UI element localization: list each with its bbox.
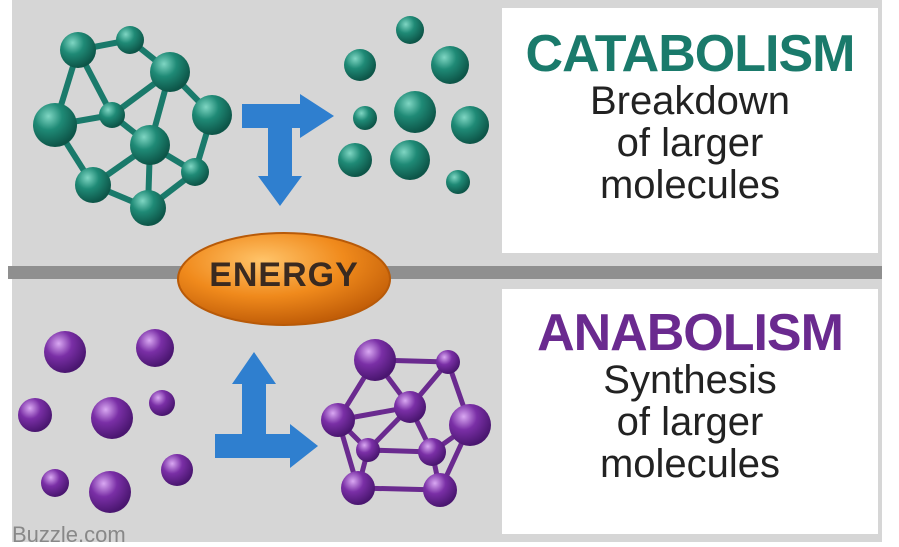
energy-label: ENERGY: [209, 256, 359, 294]
teal-network-atoms: [33, 26, 232, 226]
anabolism-textbox: ANABOLISM Synthesis of larger molecules: [502, 289, 878, 534]
purple-network-atoms: [321, 339, 491, 507]
teal-separate-atoms: [338, 16, 489, 194]
catabolism-desc-line-3: molecules: [599, 163, 781, 207]
anabolism-arrow: [215, 352, 318, 468]
catabolism-desc-line-2: of larger: [616, 121, 764, 165]
anabolism-title: ANABOLISM: [537, 304, 844, 362]
purple-separate-atoms: [18, 329, 193, 513]
source-credit: Buzzle.com: [12, 522, 126, 547]
catabolism-title: CATABOLISM: [525, 25, 856, 83]
catabolism-arrow: [242, 94, 334, 206]
energy-oval: [177, 232, 391, 326]
anabolism-desc-line-2: of larger: [616, 400, 764, 444]
right-margin: [882, 0, 899, 542]
catabolism-textbox: CATABOLISM Breakdown of larger molecules: [502, 8, 878, 253]
catabolism-desc-line-1: Breakdown: [589, 79, 791, 123]
anabolism-desc-line-3: molecules: [599, 442, 781, 486]
anabolism-desc-line-1: Synthesis: [603, 358, 777, 402]
